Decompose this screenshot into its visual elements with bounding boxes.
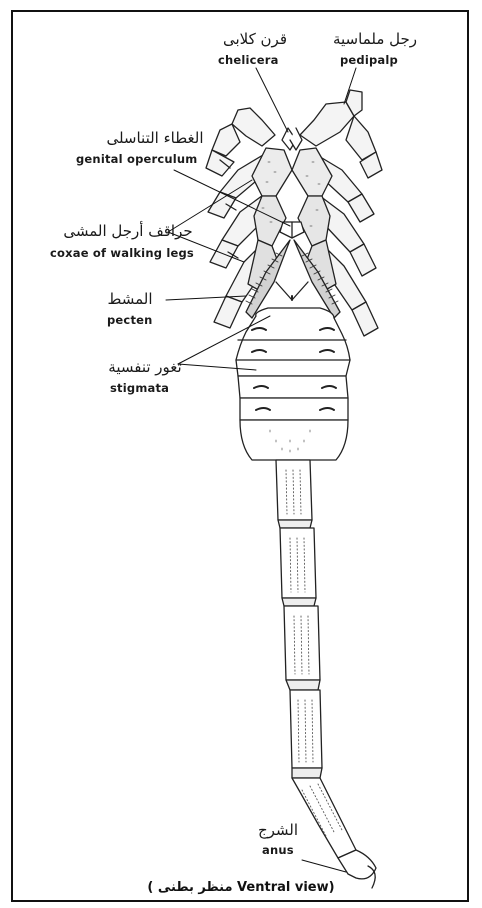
coxae-label-ar: حراقف أرجل المشى <box>58 224 198 239</box>
pedipalp-label-ar: رجل ملماسية <box>325 32 425 47</box>
stigmata-label-en: stigmata <box>110 383 169 395</box>
pedipalp-label-en: pedipalp <box>340 55 398 67</box>
pecten-label-en: pecten <box>107 315 153 327</box>
figure-caption: ( منظر بطنى Ventral view) <box>0 880 482 895</box>
genital-operculum-label-ar: الغطاء التناسلى <box>85 131 225 146</box>
genital-operculum-label-en: genital operculum <box>76 154 197 166</box>
pecten-label-ar: المشط <box>100 292 160 307</box>
chelicera-label-en: chelicera <box>218 55 279 67</box>
anus-label-ar: الشرج <box>248 823 308 838</box>
anus-label-en: anus <box>262 845 294 857</box>
prosoma-coxae <box>248 148 336 292</box>
coxae-label-en: coxae of walking legs <box>50 248 194 260</box>
mesosoma <box>236 308 350 460</box>
chelicera-label-ar: قرن كلابى <box>210 32 300 47</box>
stigmata-label-ar: ثغور تنفسية <box>95 360 195 375</box>
chelicerae <box>282 128 302 150</box>
